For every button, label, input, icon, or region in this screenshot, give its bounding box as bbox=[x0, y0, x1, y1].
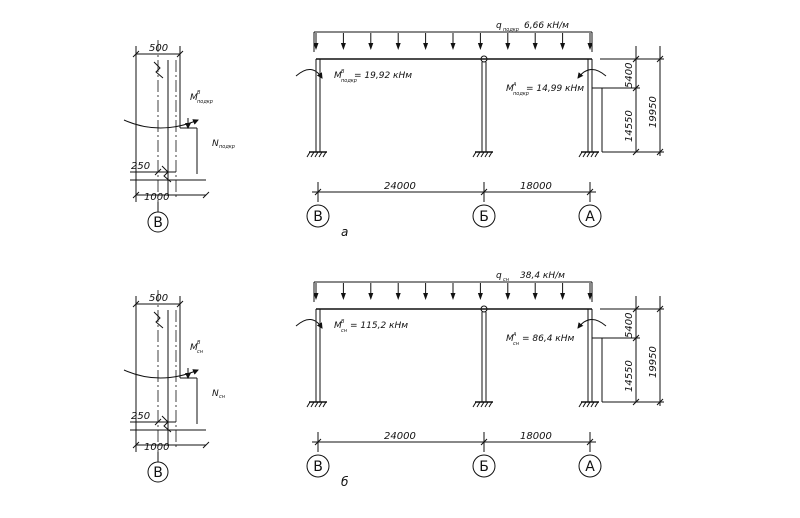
height-upper: 5400 bbox=[624, 63, 635, 88]
axis-label-b: Б bbox=[479, 209, 489, 225]
moment-right-value: = 14,99 кНм bbox=[526, 84, 584, 94]
height-upper: 5400 bbox=[624, 313, 635, 338]
detail-force-sub: подкр bbox=[219, 144, 235, 150]
load-arrow bbox=[340, 33, 346, 50]
load-arrow bbox=[395, 33, 401, 50]
axis-label-a: А bbox=[585, 459, 595, 475]
moment-right-value: = 86,4 кНм bbox=[522, 334, 575, 344]
detail-moment-label: M bbox=[190, 93, 198, 103]
load-arrow bbox=[532, 33, 538, 50]
frame-a: q подкр 6,66 кН/м M В подкр = 19,92 кНм bbox=[295, 21, 664, 239]
axis-label-b: Б bbox=[479, 459, 489, 475]
moment-right-sub: подкр bbox=[513, 91, 529, 97]
moment-left-sub: сн bbox=[341, 328, 348, 334]
moment-right-sub: сн bbox=[513, 341, 520, 347]
column-detail-a: 500 250 1000 M В подкр N подкр В bbox=[123, 40, 235, 233]
diagram-caption: а bbox=[341, 225, 348, 239]
load-arrow bbox=[423, 33, 429, 50]
load-label: q bbox=[496, 21, 502, 31]
load-arrow bbox=[340, 283, 346, 300]
fixed-support bbox=[306, 401, 327, 408]
moment-left-sub: подкр bbox=[341, 78, 357, 84]
span-left: 24000 bbox=[384, 181, 416, 192]
moment-right-label: M bbox=[506, 334, 514, 344]
diagram-b: 500 250 1000 M В сн N сн В q сн bbox=[123, 271, 664, 489]
fixed-support bbox=[472, 151, 493, 158]
diagram-a: 500 250 1000 M В подкр N подкр В bbox=[123, 21, 664, 239]
height-total: 19950 bbox=[648, 346, 659, 378]
dim-width-top: 500 bbox=[149, 293, 168, 304]
fixed-support bbox=[306, 151, 327, 158]
load-value: 6,66 кН/м bbox=[524, 21, 569, 31]
height-total: 19950 bbox=[648, 96, 659, 128]
detail-force-label: N bbox=[212, 389, 219, 399]
load-arrow bbox=[505, 283, 511, 300]
axis-label-a: А bbox=[585, 209, 595, 225]
frame-b: q сн 38,4 кН/м M В сн = 115,2 кНм M А сн… bbox=[295, 271, 664, 489]
dim-width-bottom: 1000 bbox=[144, 192, 169, 203]
fixed-support bbox=[578, 151, 599, 158]
load-arrow bbox=[395, 283, 401, 300]
dim-offset: 250 bbox=[131, 411, 150, 422]
load-sub: подкр bbox=[503, 27, 519, 33]
detail-moment-sub: подкр bbox=[197, 99, 213, 105]
load-arrow bbox=[477, 283, 483, 300]
load-arrow bbox=[313, 283, 319, 300]
load-value: 38,4 кН/м bbox=[520, 271, 565, 281]
load-arrow bbox=[587, 33, 593, 50]
load-arrow bbox=[560, 283, 566, 300]
load-arrow bbox=[560, 33, 566, 50]
moment-left-sup: В bbox=[341, 69, 345, 75]
detail-moment-sup: В bbox=[197, 340, 201, 346]
detail-axis-label: В bbox=[153, 215, 163, 231]
load-arrow bbox=[368, 283, 374, 300]
load-arrow bbox=[423, 283, 429, 300]
moment-right-sup: А bbox=[512, 82, 517, 88]
span-right: 18000 bbox=[520, 181, 552, 192]
moment-left-sup: В bbox=[341, 319, 345, 325]
fixed-support bbox=[578, 401, 599, 408]
load-arrow bbox=[477, 33, 483, 50]
load-arrow bbox=[313, 33, 319, 50]
load-arrow bbox=[450, 33, 456, 50]
height-lower: 14550 bbox=[624, 110, 635, 142]
span-left: 24000 bbox=[384, 431, 416, 442]
moment-right-label: M bbox=[506, 84, 514, 94]
load-sub: сн bbox=[503, 277, 510, 283]
detail-moment-label: M bbox=[190, 343, 198, 353]
dim-offset: 250 bbox=[131, 161, 150, 172]
load-arrow bbox=[587, 283, 593, 300]
axis-label-v: В bbox=[313, 459, 323, 475]
detail-moment-sup: В bbox=[197, 90, 201, 96]
dim-width-bottom: 1000 bbox=[144, 442, 169, 453]
column-detail-b: 500 250 1000 M В сн N сн В bbox=[123, 290, 226, 483]
diagram-caption: б bbox=[341, 475, 349, 489]
height-lower: 14550 bbox=[624, 360, 635, 392]
span-right: 18000 bbox=[520, 431, 552, 442]
load-arrow bbox=[505, 33, 511, 50]
moment-left-label: M bbox=[334, 71, 342, 81]
load-label: q bbox=[496, 271, 502, 281]
axis-label-v: В bbox=[313, 209, 323, 225]
dim-width-top: 500 bbox=[149, 43, 168, 54]
moment-left-value: = 19,92 кНм bbox=[354, 71, 412, 81]
load-arrow bbox=[532, 283, 538, 300]
moment-left-label: M bbox=[334, 321, 342, 331]
detail-moment-sub: сн bbox=[197, 349, 204, 355]
detail-axis-label: В bbox=[153, 465, 163, 481]
detail-force-label: N bbox=[212, 139, 219, 149]
load-arrow bbox=[368, 33, 374, 50]
fixed-support bbox=[472, 401, 493, 408]
load-arrow bbox=[450, 283, 456, 300]
detail-force-sub: сн bbox=[219, 394, 226, 400]
moment-left-value: = 115,2 кНм bbox=[350, 321, 408, 331]
moment-right-sup: А bbox=[512, 332, 517, 338]
